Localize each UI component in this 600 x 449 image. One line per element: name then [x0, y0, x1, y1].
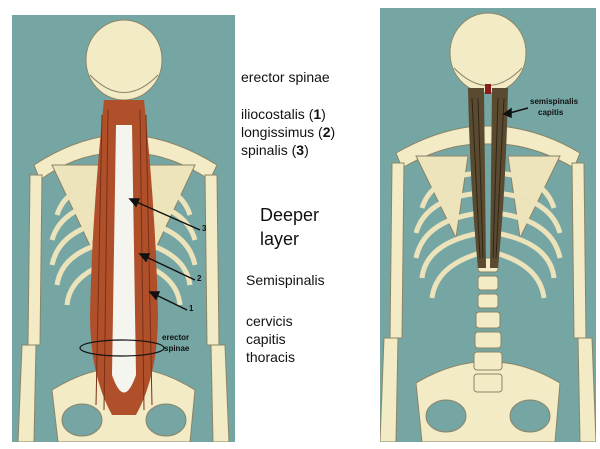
part-thoracis: thoracis — [246, 349, 296, 365]
label-capitis: capitis — [538, 108, 564, 117]
semispinalis-heading: Semispinalis — [246, 272, 325, 288]
label-erector: erector — [162, 333, 189, 342]
muscle-spinalis: spinalis (3) — [241, 142, 309, 158]
arrow-number-2: 2 — [197, 274, 202, 283]
deeper-line1: Deeper — [260, 205, 320, 225]
label-semispinalis: semispinalis — [530, 97, 579, 106]
skeleton-deep-view: semispinalis capitis — [380, 12, 596, 442]
muscle-longissimus: longissimus (2) — [241, 124, 336, 140]
arrow-number-1: 1 — [189, 304, 194, 313]
part-capitis: capitis — [246, 331, 286, 347]
label-spinae: spinae — [164, 344, 190, 353]
part-cervicis: cervicis — [246, 313, 293, 329]
muscle-iliocostalis: iliocostalis (1) — [241, 106, 326, 122]
illustration-semispinalis: semispinalis capitis — [380, 8, 596, 442]
illustration-erector-spinae: 3 2 1 erector spinae — [12, 15, 235, 442]
arrow-number-3: 3 — [202, 224, 207, 233]
deeper-line2: layer — [260, 229, 300, 249]
skeleton-back-view: 3 2 1 erector spinae — [17, 19, 230, 442]
heading-erector-spinae: erector spinae — [241, 69, 330, 85]
